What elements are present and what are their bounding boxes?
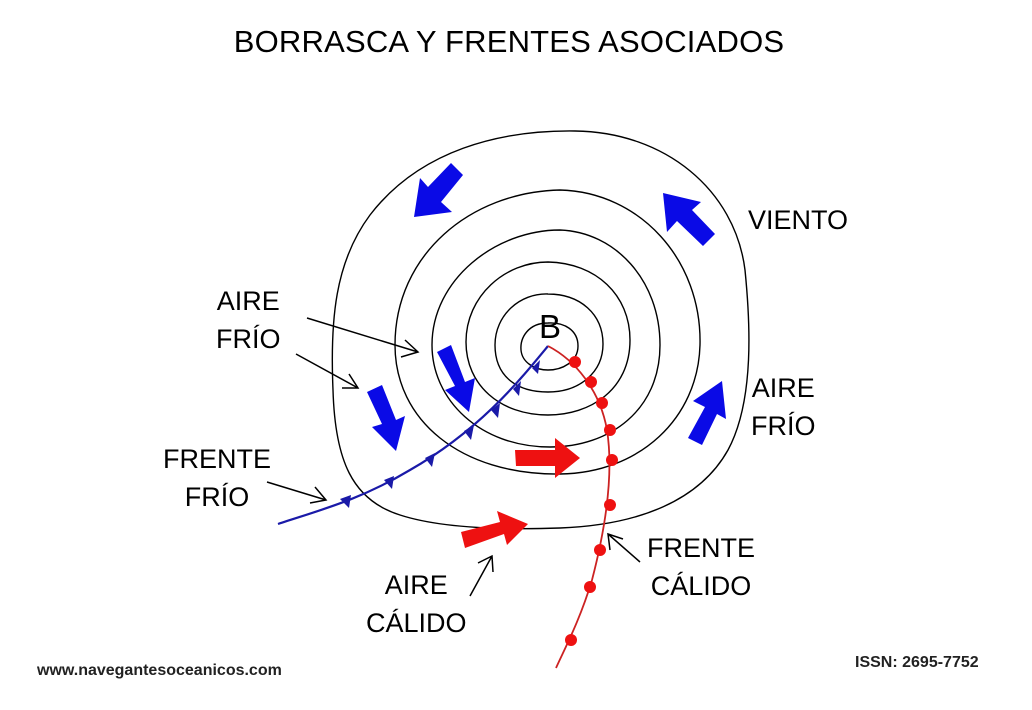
- wind-arrow-icon: [414, 163, 463, 217]
- isobar-4: [431, 229, 661, 448]
- pointer-arrow-icon: [607, 532, 641, 563]
- wind-arrow-icon: [663, 193, 715, 246]
- label-frente-frio: FRENTE FRÍO: [163, 440, 271, 516]
- low-pressure-center-label: B: [539, 308, 561, 345]
- warm-front-line: [547, 345, 611, 669]
- diagram-title: BORRASCA Y FRENTES ASOCIADOS: [233, 24, 785, 59]
- cold-front-triangle: [532, 360, 540, 374]
- label-viento: VIENTO: [748, 201, 848, 239]
- label-aire-calido: AIRE CÁLIDO: [366, 566, 467, 642]
- label-line: FRENTE: [647, 533, 755, 563]
- pointer-arrow-icon: [306, 317, 420, 358]
- label-line: FRÍO: [216, 324, 281, 354]
- warm-front-dot: [565, 634, 577, 646]
- warm-air-arrow-icon: [461, 511, 528, 548]
- label-line: FRÍO: [184, 482, 250, 512]
- warm-front-dot: [569, 356, 581, 368]
- warm-air-arrow-icon: [515, 438, 580, 478]
- cold-front-triangle: [384, 476, 394, 489]
- label-aire-frio-left: AIRE FRÍO: [216, 282, 281, 358]
- cold-front-triangle: [464, 425, 474, 440]
- label-line: FRÍO: [751, 411, 816, 441]
- pointer-arrow-icon: [295, 353, 360, 389]
- label-frente-calido: FRENTE CÁLIDO: [647, 529, 755, 605]
- warm-front-dot: [604, 499, 616, 511]
- issn-label: ISSN: 2695-7752: [855, 654, 979, 671]
- label-viento-text: VIENTO: [748, 205, 849, 235]
- isobar-3: [465, 261, 631, 416]
- cold-front-triangle: [425, 453, 435, 467]
- label-aire-frio-right: AIRE FRÍO: [751, 369, 816, 445]
- cold-front-triangles: [340, 360, 540, 508]
- warm-front-dot: [584, 581, 596, 593]
- warm-front-dot: [604, 424, 616, 436]
- label-line: AIRE: [216, 286, 280, 316]
- warm-air-arrows: [461, 438, 580, 548]
- warm-front-dot: [585, 376, 597, 388]
- pointer-arrow-icon: [469, 554, 494, 597]
- warm-front-semicircles: [565, 356, 618, 646]
- warm-front-dot: [594, 544, 606, 556]
- pointer-arrow-icon: [266, 481, 328, 504]
- warm-front-dot: [596, 397, 608, 409]
- label-line: CÁLIDO: [366, 608, 467, 638]
- label-line: AIRE: [384, 570, 448, 600]
- label-line: CÁLIDO: [650, 571, 752, 601]
- isobar-1: [520, 322, 579, 371]
- wind-arrow-icon: [437, 345, 475, 412]
- label-line: FRENTE: [163, 444, 271, 474]
- cold-front: [277, 345, 549, 526]
- warm-front: [547, 345, 618, 669]
- cold-front-triangle: [491, 403, 500, 418]
- cold-front-triangle: [513, 381, 521, 396]
- pointer-arrows: [266, 317, 641, 597]
- wind-arrow-icon: [688, 381, 726, 445]
- cold-front-line: [277, 345, 549, 526]
- wind-arrow-icon: [367, 385, 405, 451]
- isobar-2: [494, 293, 604, 393]
- cold-front-triangle: [340, 495, 351, 508]
- warm-front-dot: [606, 454, 618, 466]
- website-credit: www.navegantesoceanicos.com: [37, 662, 282, 679]
- label-line: AIRE: [751, 373, 815, 403]
- wind-arrows: [367, 163, 726, 451]
